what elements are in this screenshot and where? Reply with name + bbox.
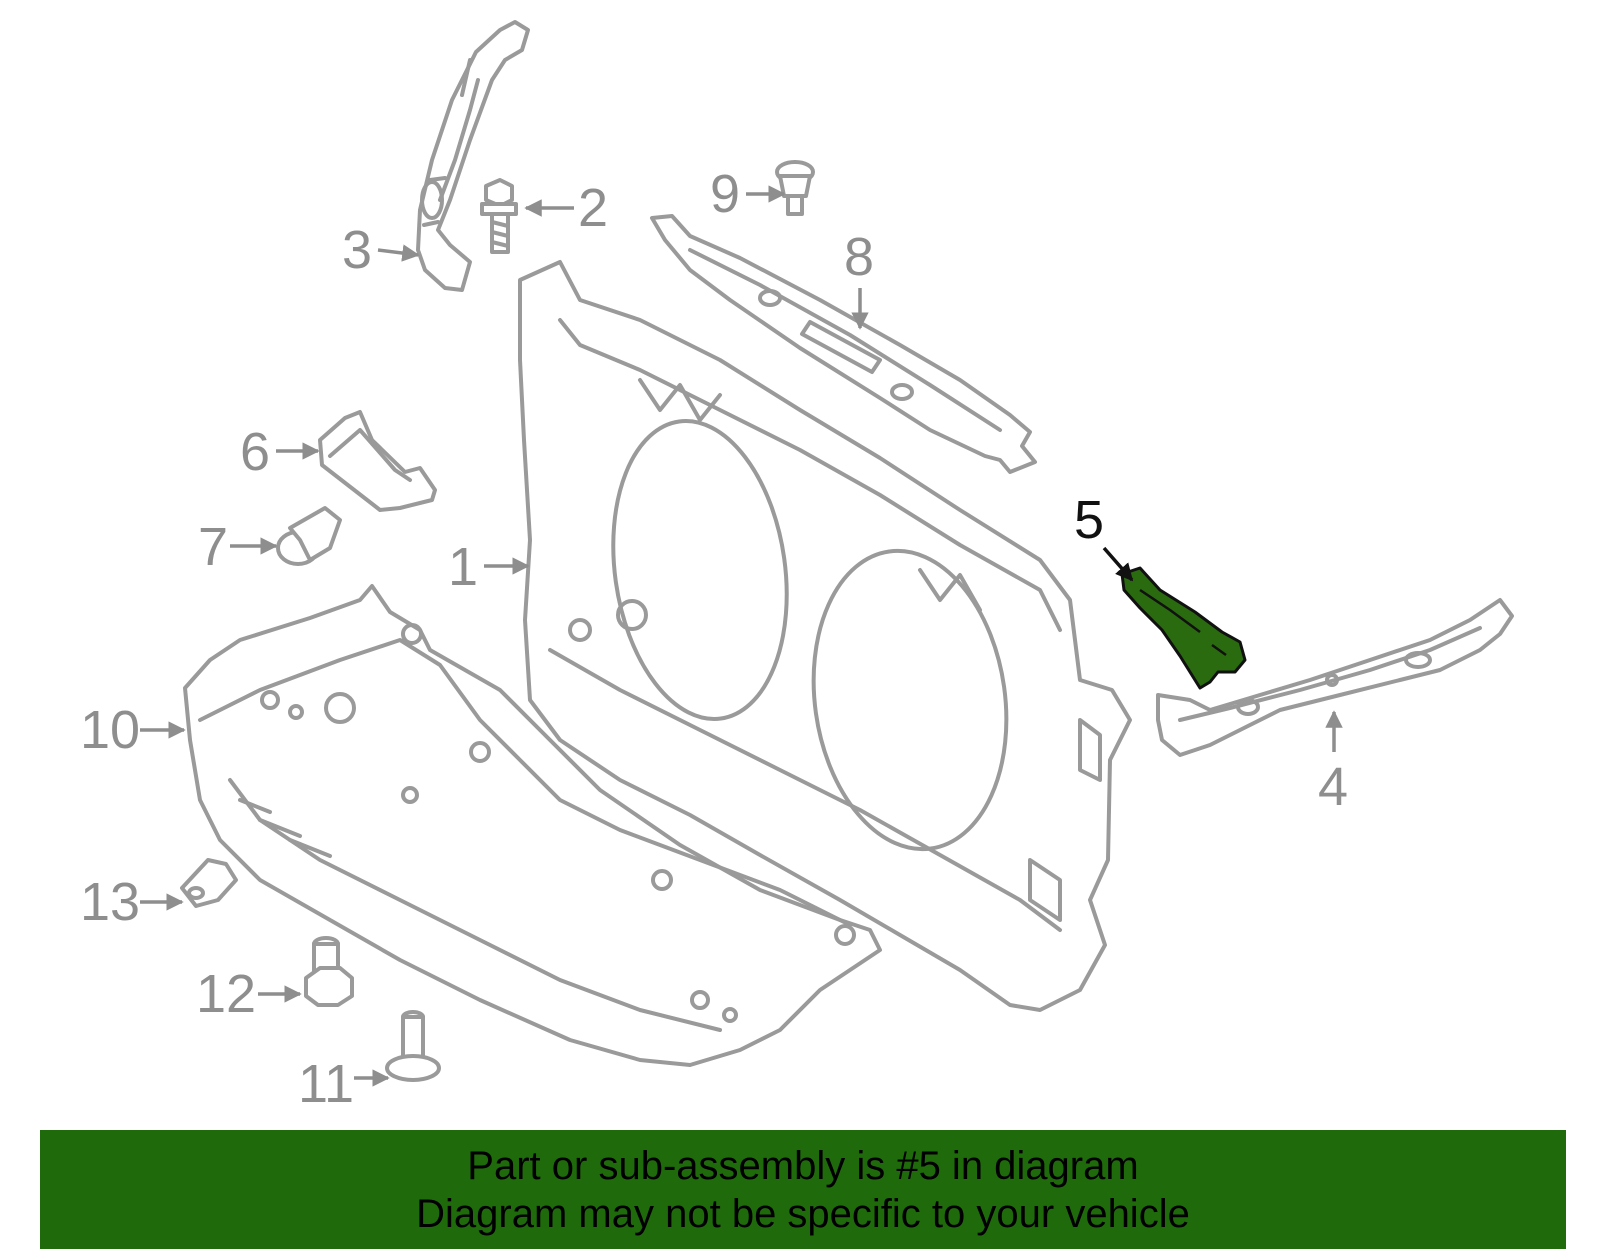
callout-4: 4 [1318,710,1348,817]
svg-text:10: 10 [80,700,140,760]
svg-text:8: 8 [844,227,874,287]
part-12-bolt [304,936,354,1007]
callout-12: 12 [196,964,302,1024]
part-10-splash-shield [183,584,882,1067]
svg-text:3: 3 [342,220,372,280]
svg-text:4: 4 [1318,757,1348,817]
callout-6: 6 [240,422,320,482]
part-9-clip [775,160,815,216]
part-13-clip [180,858,238,908]
part-4-side-bar [1156,598,1514,757]
part-1-core-support [518,260,1132,1012]
callout-1: 1 [448,537,530,597]
part-5-highlighted-bracket [1120,566,1247,690]
svg-text:7: 7 [198,517,228,577]
part-7-clip [276,506,342,566]
part-8-upper-tie-bar [650,214,1037,474]
part-6-bracket [318,410,437,512]
callout-8: 8 [844,227,874,330]
svg-text:2: 2 [578,178,608,238]
info-banner: Part or sub-assembly is #5 in diagram Di… [40,1130,1566,1249]
banner-line-part-number: Part or sub-assembly is #5 in diagram [467,1144,1139,1188]
callout-5: 5 [1074,490,1134,582]
svg-text:9: 9 [710,164,740,224]
callout-3: 3 [342,220,420,280]
svg-text:12: 12 [196,964,256,1024]
banner-line-disclaimer: Diagram may not be specific to your vehi… [416,1192,1190,1236]
svg-text:6: 6 [240,422,270,482]
svg-text:5: 5 [1074,490,1104,550]
part-2-bolt [480,178,518,254]
callout-2: 2 [524,178,608,238]
callout-9: 9 [710,164,786,224]
part-11-stud [385,1010,441,1082]
callout-11: 11 [298,1054,390,1114]
svg-text:1: 1 [448,537,478,597]
callout-7: 7 [198,517,278,577]
part-3-bracket [416,20,530,292]
svg-text:11: 11 [298,1054,354,1114]
svg-text:13: 13 [80,872,140,932]
callout-10: 10 [80,700,186,760]
callout-13: 13 [80,872,184,932]
